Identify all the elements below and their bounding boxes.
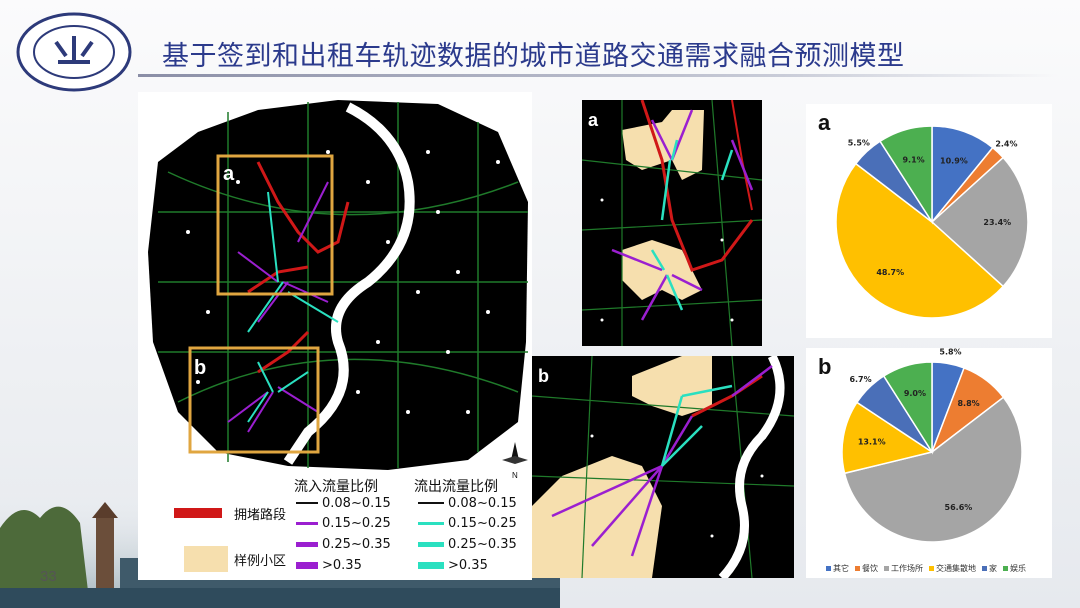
pie-legend-label-4: 家 — [989, 564, 997, 573]
pie-b-label: b — [818, 354, 832, 379]
detail-map-a: a — [581, 99, 763, 347]
pie-a-data-label-4: 5.5% — [848, 139, 870, 148]
outflow-bin-4: >0.35 — [448, 558, 488, 573]
pie-legend-label-5: 娱乐 — [1010, 564, 1026, 573]
pie-legend-swatch-3 — [929, 566, 934, 572]
inflow-line-1 — [296, 502, 318, 504]
detail-b-label: b — [538, 366, 549, 386]
slide-title: 基于签到和出租车轨迹数据的城市道路交通需求融合预测模型 — [162, 41, 905, 72]
study-area-box-b — [188, 346, 320, 454]
sample-swatch — [184, 546, 228, 572]
pie-b-data-label-0: 5.8% — [939, 348, 961, 357]
pie-b-data-label-5: 9.0% — [904, 389, 926, 398]
pie-a-data-label-1: 2.4% — [995, 140, 1017, 149]
pie-a-slice-0 — [931, 125, 994, 225]
pie-a-canvas: 10.9% 2.4% 23.4% 48.7% 5.5% 9.1% — [835, 125, 1029, 319]
pie-b-data-label-4: 6.7% — [849, 375, 871, 384]
pie-legend-label-1: 餐饮 — [862, 564, 878, 573]
pie-b-slice-5 — [882, 361, 933, 455]
outflow-bin-2: 0.15~0.25 — [448, 516, 517, 531]
pie-b-data-label-1: 8.8% — [957, 399, 979, 408]
detail-map-b: b — [531, 353, 795, 582]
detail-a-label: a — [588, 110, 599, 130]
inflow-line-4 — [296, 562, 318, 569]
pie-a-data-label-2: 23.4% — [983, 218, 1011, 227]
pie-a-slice-3 — [835, 162, 1005, 319]
congested-label: 拥堵路段 — [234, 508, 287, 523]
pie-legend: 其它 餐饮 工作场所 交通集散地 家 娱乐 — [820, 563, 1026, 574]
svg-text:N: N — [512, 471, 518, 480]
pie-a-data-label-0: 10.9% — [940, 157, 968, 166]
outflow-bin-1: 0.08~0.15 — [448, 496, 517, 511]
pie-chart-b: b 5.8% 8.8% 56.6% 13.1% 6.7% 9.0% 其它 餐饮 工作场所 交通集… — [806, 348, 1052, 578]
pie-legend-label-3: 交通集散地 — [936, 564, 976, 573]
pie-legend-swatch-4 — [982, 566, 987, 572]
sample-label: 样例小区 — [234, 554, 287, 569]
pie-legend-label-2: 工作场所 — [891, 564, 923, 573]
detail-map-b-canvas: b — [531, 353, 795, 582]
inflow-bin-2: 0.15~0.25 — [322, 516, 391, 531]
pie-b-canvas: 5.8% 8.8% 56.6% 13.1% 6.7% 9.0% — [841, 348, 1023, 543]
title-rule — [138, 74, 1058, 77]
detail-map-a-canvas: a — [581, 99, 763, 347]
pie-chart-a: a 10.9% 2.4% 23.4% 48.7% 5.5% 9.1% — [806, 104, 1052, 338]
inflow-title: 流入流量比例 — [294, 479, 378, 495]
pie-a-slice-2 — [930, 156, 1029, 288]
inflow-bin-4: >0.35 — [322, 558, 362, 573]
pie-a-label: a — [818, 110, 831, 135]
pie-b-slice-2 — [843, 396, 1023, 543]
north-arrow-icon: N — [502, 442, 528, 480]
study-area-box-a — [216, 154, 334, 296]
inflow-line-3 — [296, 542, 318, 547]
outflow-line-2 — [418, 522, 444, 525]
main-map-canvas: a b — [138, 92, 532, 472]
pie-a-slice-5 — [879, 125, 933, 225]
inflow-line-2 — [296, 522, 318, 525]
outflow-line-4 — [418, 562, 444, 569]
outflow-line-3 — [418, 542, 444, 547]
pie-b-data-label-3: 13.1% — [858, 437, 886, 446]
map-legend: 拥堵路段 样例小区 流入流量比例 0.08~0.15 0.15~0.25 0.2… — [138, 442, 532, 580]
university-seal-icon — [16, 12, 132, 92]
page-number: 33 — [40, 568, 57, 585]
pie-legend-label-0: 其它 — [833, 564, 849, 573]
pie-legend-swatch-5 — [1003, 566, 1008, 572]
pie-legend-swatch-1 — [855, 566, 860, 572]
box-b-label: b — [194, 357, 206, 379]
outflow-bin-3: 0.25~0.35 — [448, 537, 517, 552]
pie-legend-swatch-2 — [884, 566, 889, 572]
box-a-label: a — [223, 163, 235, 185]
outflow-line-1 — [418, 502, 444, 504]
pie-a-data-label-5: 9.1% — [902, 155, 924, 164]
outflow-title: 流出流量比例 — [414, 479, 498, 495]
inflow-bin-1: 0.08~0.15 — [322, 496, 391, 511]
pie-b-data-label-2: 56.6% — [945, 503, 973, 512]
pie-b-slice-3 — [841, 401, 934, 475]
inflow-bin-3: 0.25~0.35 — [322, 537, 391, 552]
pie-legend-swatch-0 — [826, 566, 831, 572]
congested-swatch — [174, 508, 222, 518]
pie-a-data-label-3: 48.7% — [876, 268, 904, 277]
